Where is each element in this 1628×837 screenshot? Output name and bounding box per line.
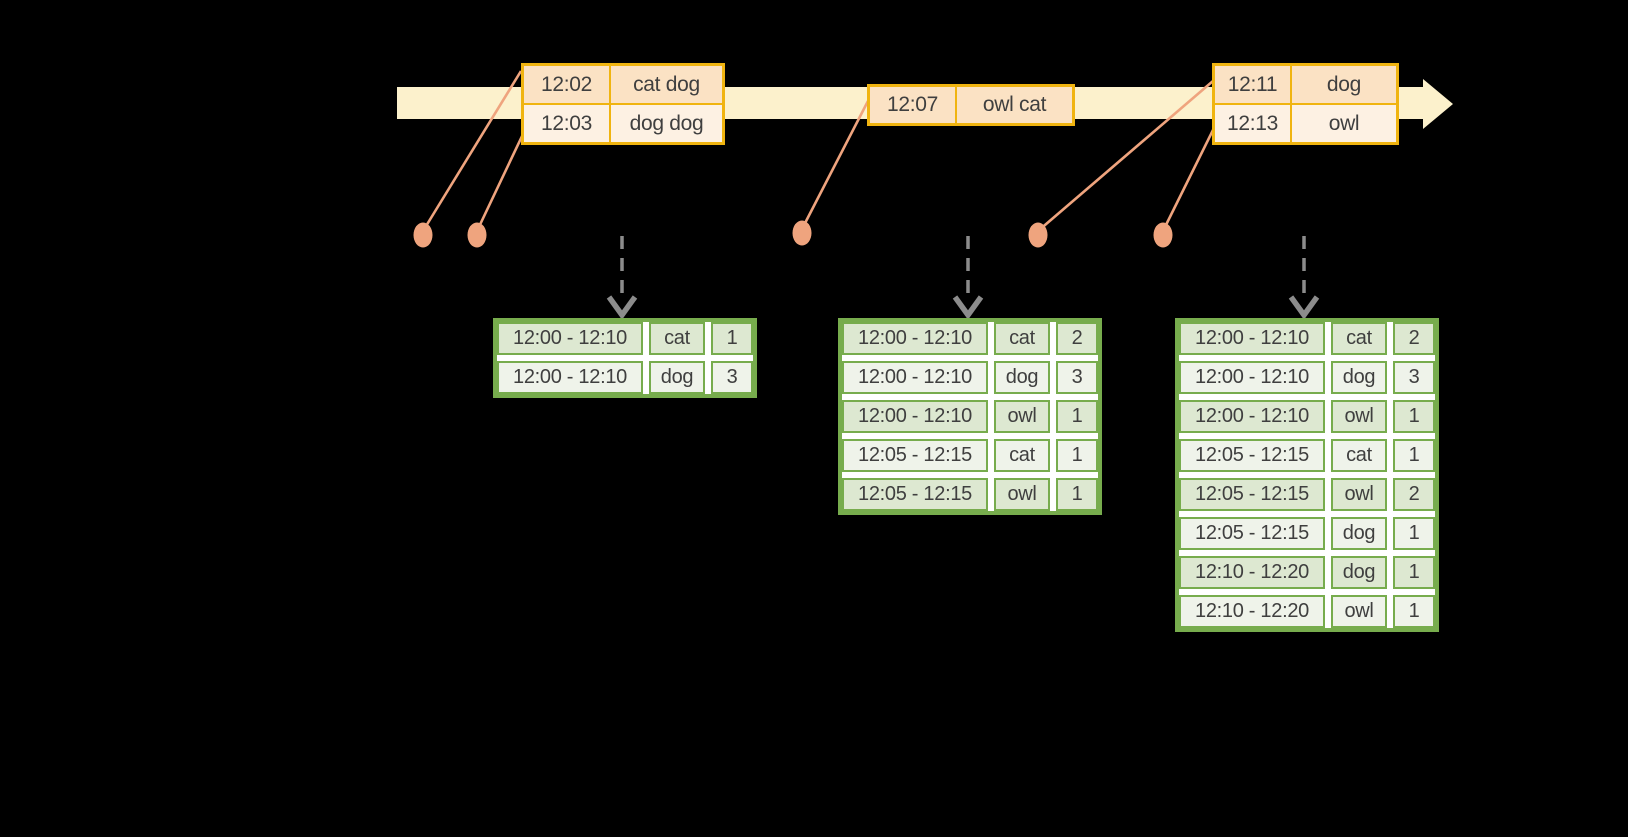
- event-dot-icon: [467, 222, 487, 248]
- word-cell: cat: [649, 322, 705, 355]
- word-cell: dog: [994, 361, 1050, 394]
- timeline-arrowhead-icon: [1423, 79, 1453, 129]
- result-table-trigger-2: 12:00 - 12:10 cat 2 12:00 - 12:10 dog 3 …: [838, 318, 1102, 515]
- event-table-batch-2: 12:07 owl cat: [867, 84, 1075, 126]
- word-cell: cat: [994, 439, 1050, 472]
- count-cell: 1: [1056, 478, 1098, 511]
- window-cell: 12:05 - 12:15: [1179, 439, 1325, 472]
- word-cell: dog: [1331, 517, 1387, 550]
- count-cell: 1: [1393, 556, 1435, 589]
- window-cell: 12:00 - 12:10: [842, 400, 988, 433]
- event-line: [1037, 80, 1214, 232]
- event-words-cell: owl: [1292, 105, 1396, 142]
- window-cell: 12:00 - 12:10: [497, 322, 643, 355]
- window-cell: 12:05 - 12:15: [842, 439, 988, 472]
- event-time-cell: 12:07: [870, 87, 955, 123]
- event-time-cell: 12:02: [524, 66, 609, 103]
- count-cell: 3: [1056, 361, 1098, 394]
- event-line: [475, 131, 526, 232]
- event-words-cell: cat dog: [611, 66, 722, 103]
- word-cell: cat: [994, 322, 1050, 355]
- window-cell: 12:00 - 12:10: [497, 361, 643, 394]
- event-dot-icon: [413, 222, 433, 248]
- word-cell: cat: [1331, 439, 1387, 472]
- count-cell: 1: [1393, 595, 1435, 628]
- window-cell: 12:05 - 12:15: [842, 478, 988, 511]
- trigger-arrowhead-icon: [606, 295, 638, 320]
- count-cell: 2: [1393, 322, 1435, 355]
- word-cell: dog: [1331, 361, 1387, 394]
- event-table-batch-3: 12:11 dog 12:13 owl: [1212, 63, 1399, 145]
- event-time-cell: 12:11: [1215, 66, 1290, 103]
- event-words-cell: dog dog: [611, 105, 722, 142]
- window-cell: 12:00 - 12:10: [842, 322, 988, 355]
- count-cell: 1: [1393, 400, 1435, 433]
- count-cell: 1: [1056, 400, 1098, 433]
- word-cell: owl: [1331, 400, 1387, 433]
- event-words-cell: owl cat: [957, 87, 1072, 123]
- count-cell: 3: [711, 361, 753, 394]
- event-table-batch-1: 12:02 cat dog 12:03 dog dog: [521, 63, 725, 145]
- word-cell: dog: [649, 361, 705, 394]
- event-dot-icon: [792, 220, 812, 246]
- count-cell: 1: [1393, 517, 1435, 550]
- event-time-cell: 12:13: [1215, 105, 1290, 142]
- window-cell: 12:00 - 12:10: [1179, 361, 1325, 394]
- window-cell: 12:10 - 12:20: [1179, 595, 1325, 628]
- window-cell: 12:00 - 12:10: [842, 361, 988, 394]
- window-cell: 12:00 - 12:10: [1179, 322, 1325, 355]
- event-time-cell: 12:03: [524, 105, 609, 142]
- event-line: [1161, 125, 1217, 232]
- event-dot-icon: [1153, 222, 1173, 248]
- count-cell: 3: [1393, 361, 1435, 394]
- word-cell: cat: [1331, 322, 1387, 355]
- word-cell: owl: [1331, 478, 1387, 511]
- result-table-trigger-3: 12:00 - 12:10 cat 2 12:00 - 12:10 dog 3 …: [1175, 318, 1439, 632]
- event-words-cell: dog: [1292, 66, 1396, 103]
- count-cell: 1: [1393, 439, 1435, 472]
- word-cell: owl: [994, 400, 1050, 433]
- trigger-arrowhead-icon: [952, 295, 984, 320]
- window-cell: 12:10 - 12:20: [1179, 556, 1325, 589]
- window-cell: 12:00 - 12:10: [1179, 400, 1325, 433]
- word-cell: owl: [1331, 595, 1387, 628]
- window-cell: 12:05 - 12:15: [1179, 478, 1325, 511]
- count-cell: 2: [1056, 322, 1098, 355]
- trigger-arrowhead-icon: [1288, 295, 1320, 320]
- result-table-trigger-1: 12:00 - 12:10 cat 1 12:00 - 12:10 dog 3: [493, 318, 757, 398]
- word-cell: dog: [1331, 556, 1387, 589]
- window-cell: 12:05 - 12:15: [1179, 517, 1325, 550]
- word-cell: owl: [994, 478, 1050, 511]
- event-dot-icon: [1028, 222, 1048, 248]
- count-cell: 1: [1056, 439, 1098, 472]
- count-cell: 1: [711, 322, 753, 355]
- event-line: [800, 100, 870, 230]
- event-line: [421, 70, 523, 232]
- count-cell: 2: [1393, 478, 1435, 511]
